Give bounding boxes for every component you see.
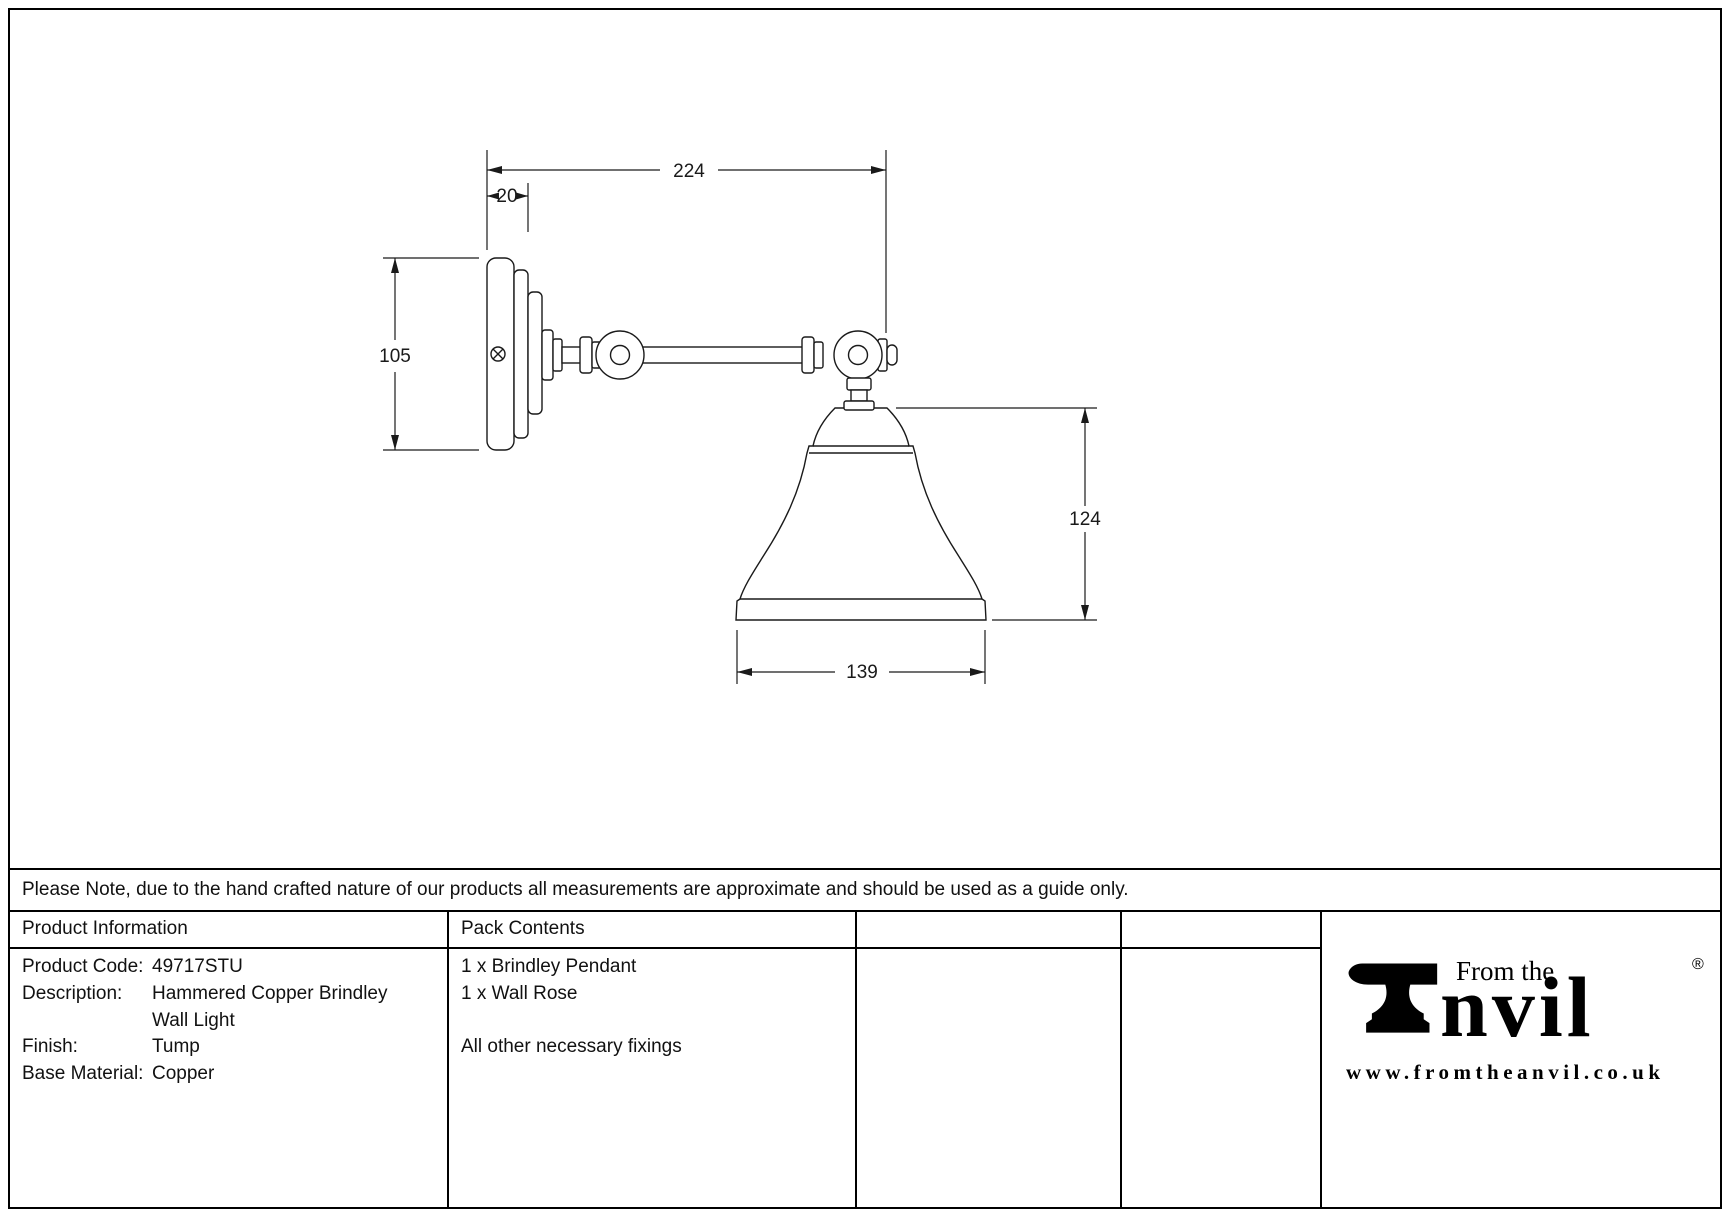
- description-value-line2: Wall Light: [152, 1010, 235, 1031]
- logo-website: www.fromtheanvil.co.uk: [1346, 1060, 1665, 1084]
- column-rule-1: [447, 910, 449, 1209]
- fixture-drawing: [486, 257, 987, 621]
- wall-rose-step2: [527, 291, 543, 415]
- border-frame: [8, 8, 1722, 1209]
- dim-124-lines: [896, 407, 1097, 621]
- product-info-header: Product Information: [22, 918, 188, 939]
- anvil-logo: From the nvil ® www.fromtheanvil.co.uk: [1340, 948, 1718, 1100]
- dim-label-shade-height: 124: [1069, 509, 1101, 530]
- column-rule-2: [855, 910, 857, 1209]
- wall-light-drawing: 224 20 105 124 139: [379, 150, 1101, 684]
- dimension-arrows: [391, 166, 1089, 676]
- logo-name: nvil: [1440, 959, 1595, 1055]
- base-material-label: Base Material:: [22, 1063, 144, 1084]
- dim-label-rose-depth: 20: [496, 186, 517, 207]
- dimension-labels: 224 20 105 124 139: [379, 161, 1101, 683]
- shade-ridges: [740, 445, 982, 600]
- column-rule-3: [1120, 910, 1122, 1209]
- note-row-top-rule: [8, 868, 1722, 870]
- dim-139-lines: [736, 630, 986, 684]
- screw-cross: [492, 348, 504, 360]
- dim-label-rose-height: 105: [379, 346, 411, 367]
- header-row-top-rule: [8, 910, 1722, 912]
- column-rule-4: [1320, 910, 1322, 1209]
- description-value-line1: Hammered Copper Brindley: [152, 983, 388, 1004]
- shade-outline: [735, 407, 987, 621]
- dim-label-projection: 224: [673, 161, 705, 182]
- dim-105-lines: [383, 257, 479, 451]
- header-row-bottom-rule: [8, 947, 1320, 949]
- finish-label: Finish:: [22, 1036, 78, 1057]
- product-code-label: Product Code:: [22, 956, 144, 977]
- pack-contents-item-3: All other necessary fixings: [461, 1036, 682, 1057]
- pack-contents-header: Pack Contents: [461, 918, 585, 939]
- pack-contents-item-2: 1 x Wall Rose: [461, 983, 578, 1004]
- registered-mark: ®: [1692, 956, 1704, 973]
- finish-value: Tump: [152, 1036, 200, 1057]
- base-material-value: Copper: [152, 1063, 215, 1084]
- description-label: Description:: [22, 983, 123, 1004]
- product-code-value: 49717STU: [152, 956, 243, 977]
- dim-224-lines: [486, 150, 887, 333]
- logo-tagline: From the: [1456, 956, 1555, 986]
- arm-tube: [639, 346, 811, 364]
- pack-contents-item-1: 1 x Brindley Pendant: [461, 956, 637, 977]
- wall-rose-step1: [513, 269, 529, 439]
- dim-label-shade-width: 139: [846, 662, 878, 683]
- measurement-note: Please Note, due to the hand crafted nat…: [22, 879, 1129, 900]
- anvil-icon: [1348, 963, 1438, 1033]
